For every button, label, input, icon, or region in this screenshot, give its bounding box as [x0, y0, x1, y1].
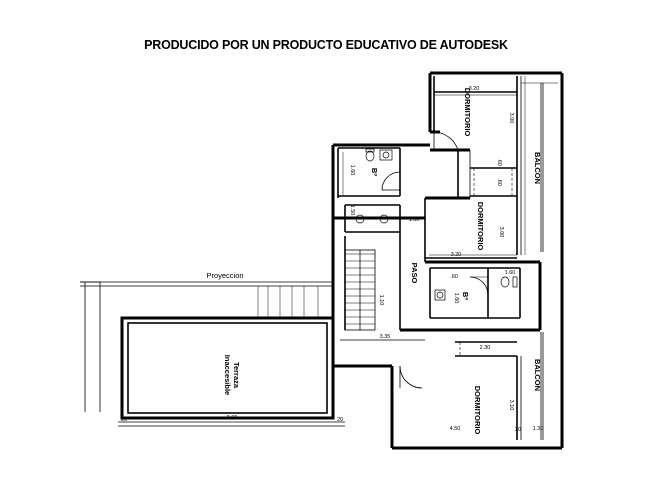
paso-label: PASO: [410, 263, 419, 284]
dim-020-a: 20: [121, 417, 127, 423]
dim-310: 3.10: [508, 400, 514, 411]
balcony-1-railing: [521, 82, 558, 252]
dormitorio-3-label: DORMITORIO: [473, 386, 482, 435]
dim-020-b: 20: [337, 417, 343, 423]
sink-area: [333, 204, 425, 233]
stair-treads: [345, 253, 375, 325]
dim-130: 1.30: [533, 426, 544, 432]
dim-110: 1.10: [378, 295, 384, 306]
dim-160-bano: 1.60: [349, 165, 355, 176]
dim-335: 3.35: [380, 334, 391, 340]
balcony-2-railing: [540, 332, 544, 440]
proyeccion-label: Proyeccion: [206, 271, 243, 280]
dim-800: 8.00: [227, 415, 238, 421]
dim-300-top: 3.00: [508, 113, 514, 124]
balcon-1-label: BALCON: [533, 152, 542, 184]
bano-1-label: Bº: [370, 168, 379, 176]
paso-bottom: [333, 339, 425, 368]
dim-100: 1.00: [409, 217, 420, 223]
dim-060-a: .60: [496, 158, 502, 166]
inaccesible-label: Inaccesible: [223, 355, 232, 395]
dim-150: 1.50: [349, 205, 355, 216]
right-block-walls: [428, 71, 564, 448]
dim-160-b: 1.60: [453, 293, 459, 304]
bano-1: [331, 143, 430, 218]
dormitorio-3: [390, 328, 562, 450]
dormitorio-2: [424, 196, 517, 262]
dim-230: 2.30: [480, 345, 491, 351]
terraza: [118, 316, 345, 427]
dim-300-mid: 3.00: [498, 227, 504, 238]
dim-320-mid: 3.20: [451, 252, 462, 258]
plan-title: PRODUCIDO POR UN PRODUCTO EDUCATIVO DE A…: [144, 38, 508, 52]
dim-060-c: .60: [450, 274, 458, 280]
dormitorio-2-label: DORMITORIO: [476, 202, 485, 251]
balcon-2-label: BALCON: [533, 359, 542, 391]
dim-450: 4.50: [450, 426, 461, 432]
dim-060-b: .60: [496, 178, 502, 186]
dim-160-c: 1.60: [505, 270, 516, 276]
dim-320-top: 3.20: [469, 86, 480, 92]
dormitorio-1: [430, 91, 517, 198]
bano-2: [425, 260, 542, 330]
terraza-label: Terraza: [232, 362, 241, 389]
paso-stair: [331, 218, 401, 366]
dormitorio-1-label: DORMITORIO: [463, 88, 472, 137]
dimensions: 3.20 3.00 .60 .60 1.60 1.50 1.00 3.00 3.…: [121, 86, 543, 433]
dim-020-c: 20: [515, 427, 521, 433]
bano-2-label: Bº: [461, 292, 470, 300]
proyeccion: [80, 281, 333, 412]
